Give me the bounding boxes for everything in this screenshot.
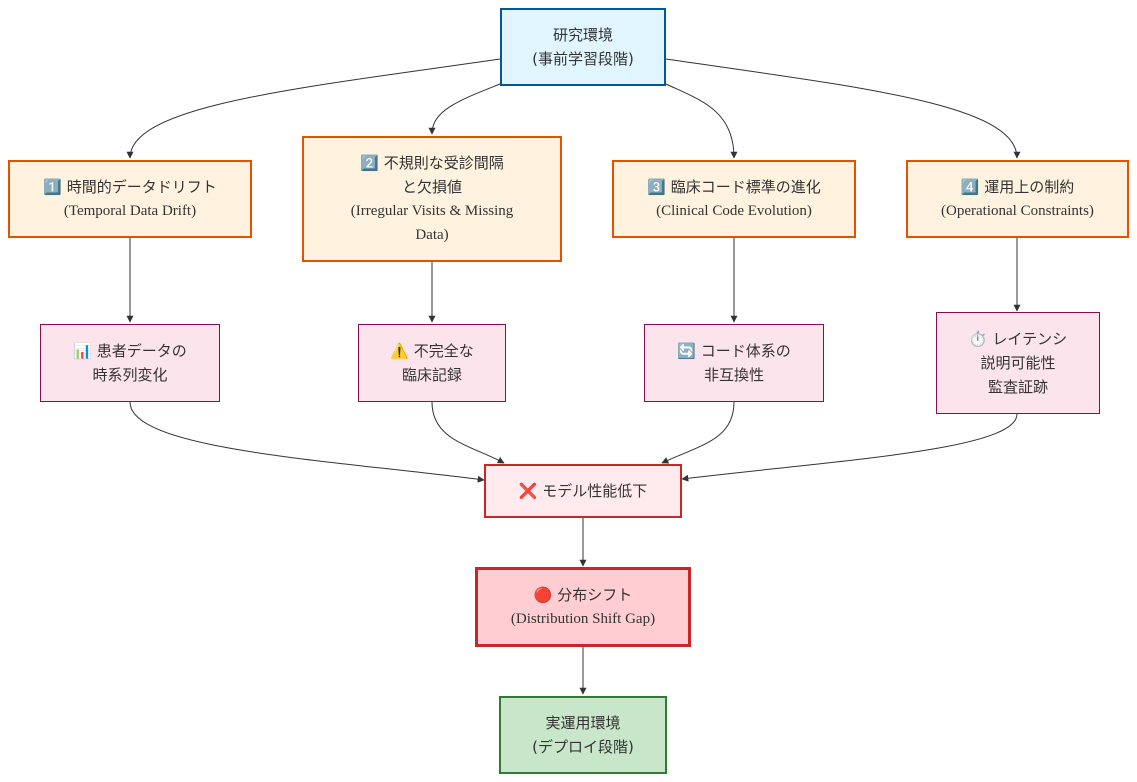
node-deployment-environment: 実運用環境 (デプロイ段階) [499, 696, 667, 774]
node-code-system-incompatibility: 🔄 コード体系の 非互換性 [644, 324, 824, 402]
node-label: ❌ モデル性能低下 [518, 482, 648, 500]
node-label: 📊 患者データの [73, 342, 187, 360]
node-label: 2️⃣ 不規則な受診間隔 [360, 154, 504, 172]
node-label: 1️⃣ 時間的データドリフト [43, 178, 217, 196]
node-label: 研究環境 [552, 26, 613, 44]
node-model-performance-degradation: ❌ モデル性能低下 [484, 464, 682, 518]
node-label: Data) [415, 227, 449, 243]
node-distribution-shift-gap: 🔴 分布シフト (Distribution Shift Gap) [475, 567, 691, 647]
node-operational-constraints: 4️⃣ 運用上の制約 (Operational Constraints) [906, 160, 1129, 238]
node-label: (Distribution Shift Gap) [510, 611, 656, 627]
node-label: 時系列変化 [92, 366, 168, 384]
node-label: 非互換性 [703, 366, 764, 384]
edge-e4-to-degrade [681, 413, 1018, 482]
node-temporal-data-drift: 1️⃣ 時間的データドリフト (Temporal Data Drift) [8, 160, 252, 238]
edge-research-to-c2 [428, 83, 501, 135]
node-patient-data-temporal-change: 📊 患者データの 時系列変化 [40, 324, 220, 402]
node-label: (事前学習段階) [532, 50, 634, 68]
node-label: (Clinical Code Evolution) [656, 203, 812, 219]
node-label: 3️⃣ 臨床コード標準の進化 [647, 178, 821, 196]
node-label: ⏱️ レイテンシ [968, 330, 1068, 348]
node-label: (デプロイ段階) [532, 738, 634, 756]
edge-research-to-c4 [665, 58, 1021, 159]
edge-e3-to-degrade [661, 401, 735, 464]
node-label: 実運用環境 [545, 714, 621, 732]
node-label: (Irregular Visits & Missing [350, 203, 514, 219]
node-label: (Temporal Data Drift) [63, 203, 197, 219]
node-label: 監査証跡 [987, 378, 1048, 396]
node-label: ⚠️ 不完全な [390, 342, 474, 360]
node-label: 説明可能性 [980, 354, 1056, 372]
node-clinical-code-evolution: 3️⃣ 臨床コード標準の進化 (Clinical Code Evolution) [612, 160, 856, 238]
node-label: 🔴 分布シフト [533, 586, 633, 604]
node-research-environment: 研究環境 (事前学習段階) [500, 8, 666, 86]
edge-research-to-c1 [126, 58, 501, 159]
node-incomplete-clinical-records: ⚠️ 不完全な 臨床記録 [358, 324, 506, 402]
node-label: 🔄 コード体系の [677, 342, 791, 360]
node-label: 4️⃣ 運用上の制約 [960, 178, 1075, 196]
node-latency-explainability-audit: ⏱️ レイテンシ 説明可能性 監査証跡 [936, 312, 1100, 414]
node-label: 臨床記録 [401, 366, 462, 384]
node-label: と欠損値 [401, 178, 462, 196]
edge-e1-to-degrade [129, 401, 485, 483]
node-label: (Operational Constraints) [941, 203, 1094, 219]
node-irregular-visits-missing-data: 2️⃣ 不規則な受診間隔 と欠損値 (Irregular Visits & Mi… [302, 136, 562, 262]
edge-e2-to-degrade [431, 401, 505, 464]
edge-research-to-c3 [665, 83, 738, 159]
